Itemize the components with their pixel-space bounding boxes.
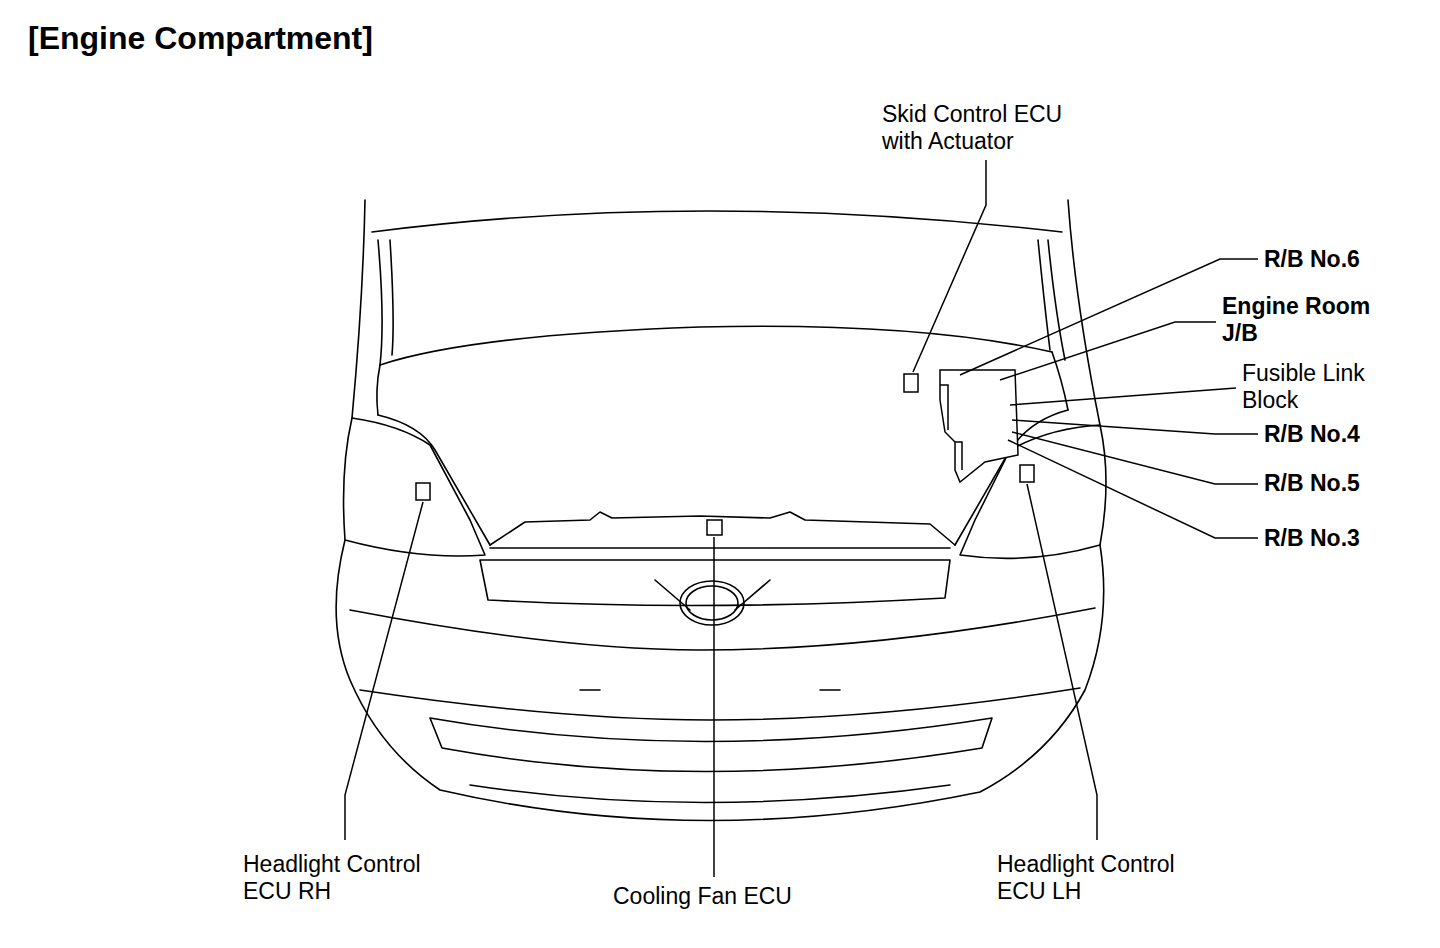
part-label: Headlight Control ECU RH	[243, 851, 468, 905]
part-label: Headlight Control ECU LH	[997, 851, 1222, 905]
part-label: R/B No.4	[1264, 421, 1360, 448]
part-label: R/B No.3	[1264, 525, 1360, 552]
part-label: R/B No.6	[1264, 246, 1360, 273]
page-title: [Engine Compartment]	[28, 18, 373, 58]
part-label: Engine Room J/B	[1222, 293, 1407, 347]
part-label: R/B No.5	[1264, 470, 1360, 497]
part-label: Fusible Link Block	[1242, 360, 1407, 414]
part-label: Cooling Fan ECU	[613, 883, 792, 910]
part-label: Skid Control ECU with Actuator	[882, 101, 1102, 155]
